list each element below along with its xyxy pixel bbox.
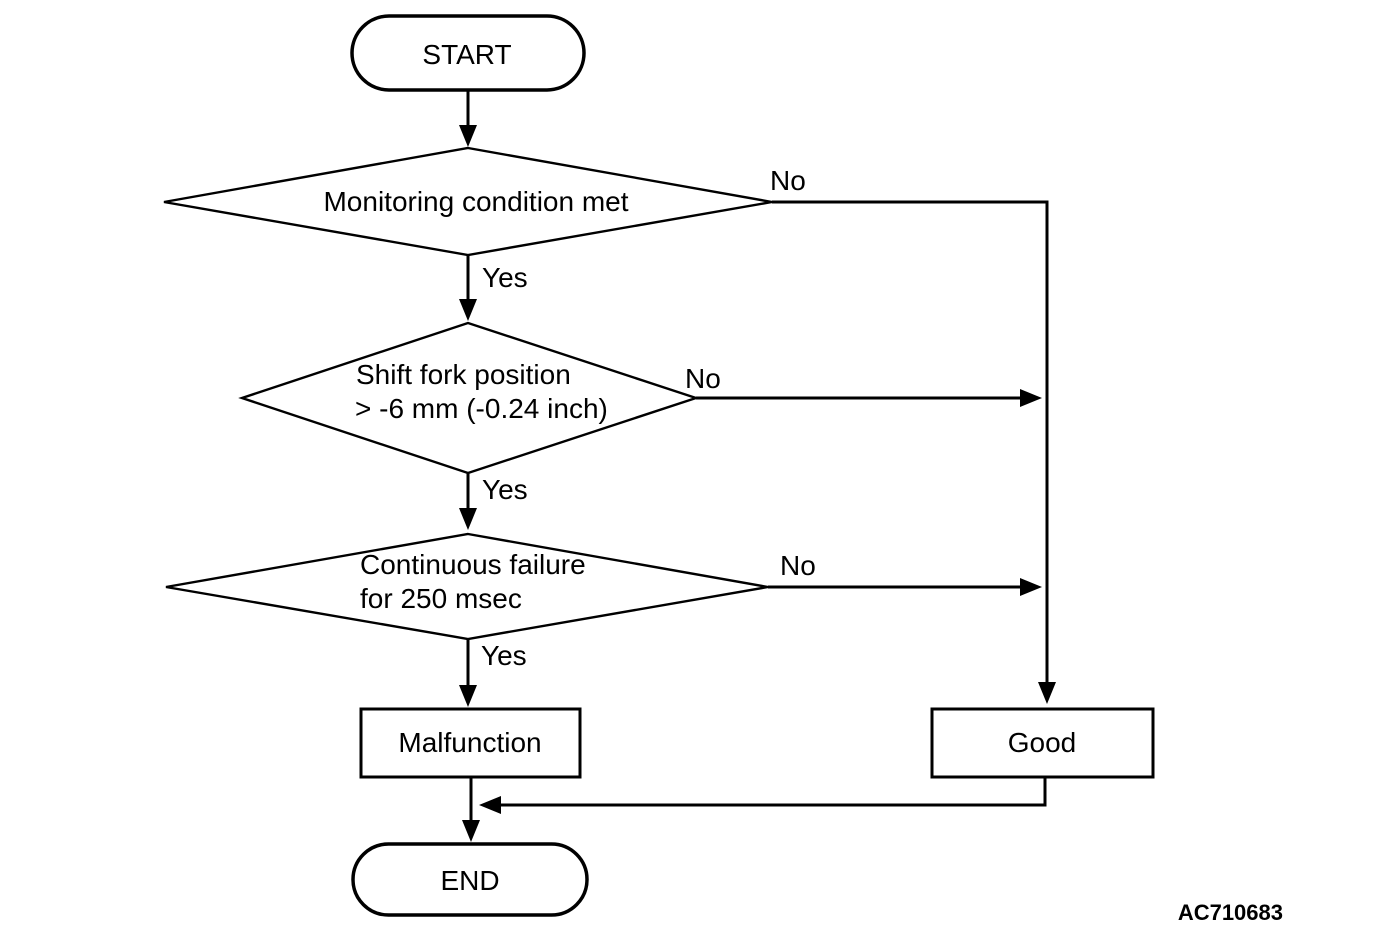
edge-label-monitoring-yes: Yes: [482, 262, 528, 293]
edge-good-to-end-join: [479, 777, 1047, 814]
end-node: [351, 842, 589, 917]
end-node-label: END: [440, 865, 499, 896]
good-node: [930, 707, 1155, 779]
decision-monitoring-condition: [163, 146, 773, 257]
decision-continuous-failure-label-line1: Continuous failure: [360, 549, 586, 580]
edge-monitoring-no-to-good: [772, 200, 1056, 704]
edge-label-monitoring-no: No: [770, 165, 806, 196]
flowchart-edge-labels: No Yes No Yes No Yes: [481, 165, 816, 671]
edge-label-shift-fork-no: No: [685, 363, 721, 394]
flowchart-nodes: START Monitoring condition met Shift for…: [163, 14, 1155, 917]
malfunction-node-label: Malfunction: [398, 727, 541, 758]
decision-shift-fork-position-label-line1: Shift fork position: [356, 359, 571, 390]
figure-code-label: AC710683: [1178, 900, 1283, 925]
edge-label-continuous-failure-no: No: [780, 550, 816, 581]
decision-shift-fork-position: [238, 321, 700, 475]
malfunction-node: [359, 707, 582, 779]
edge-label-continuous-failure-yes: Yes: [481, 640, 527, 671]
edge-label-shift-fork-yes: Yes: [482, 474, 528, 505]
start-node: [350, 14, 586, 92]
flowchart-edges: [459, 90, 1056, 842]
decision-continuous-failure: [165, 532, 769, 641]
decision-continuous-failure-label-line2: for 250 msec: [360, 583, 522, 614]
decision-monitoring-condition-label: Monitoring condition met: [323, 186, 628, 217]
start-node-label: START: [422, 39, 511, 70]
decision-shift-fork-position-label-line2: > -6 mm (-0.24 inch): [355, 393, 608, 424]
good-node-label: Good: [1008, 727, 1077, 758]
